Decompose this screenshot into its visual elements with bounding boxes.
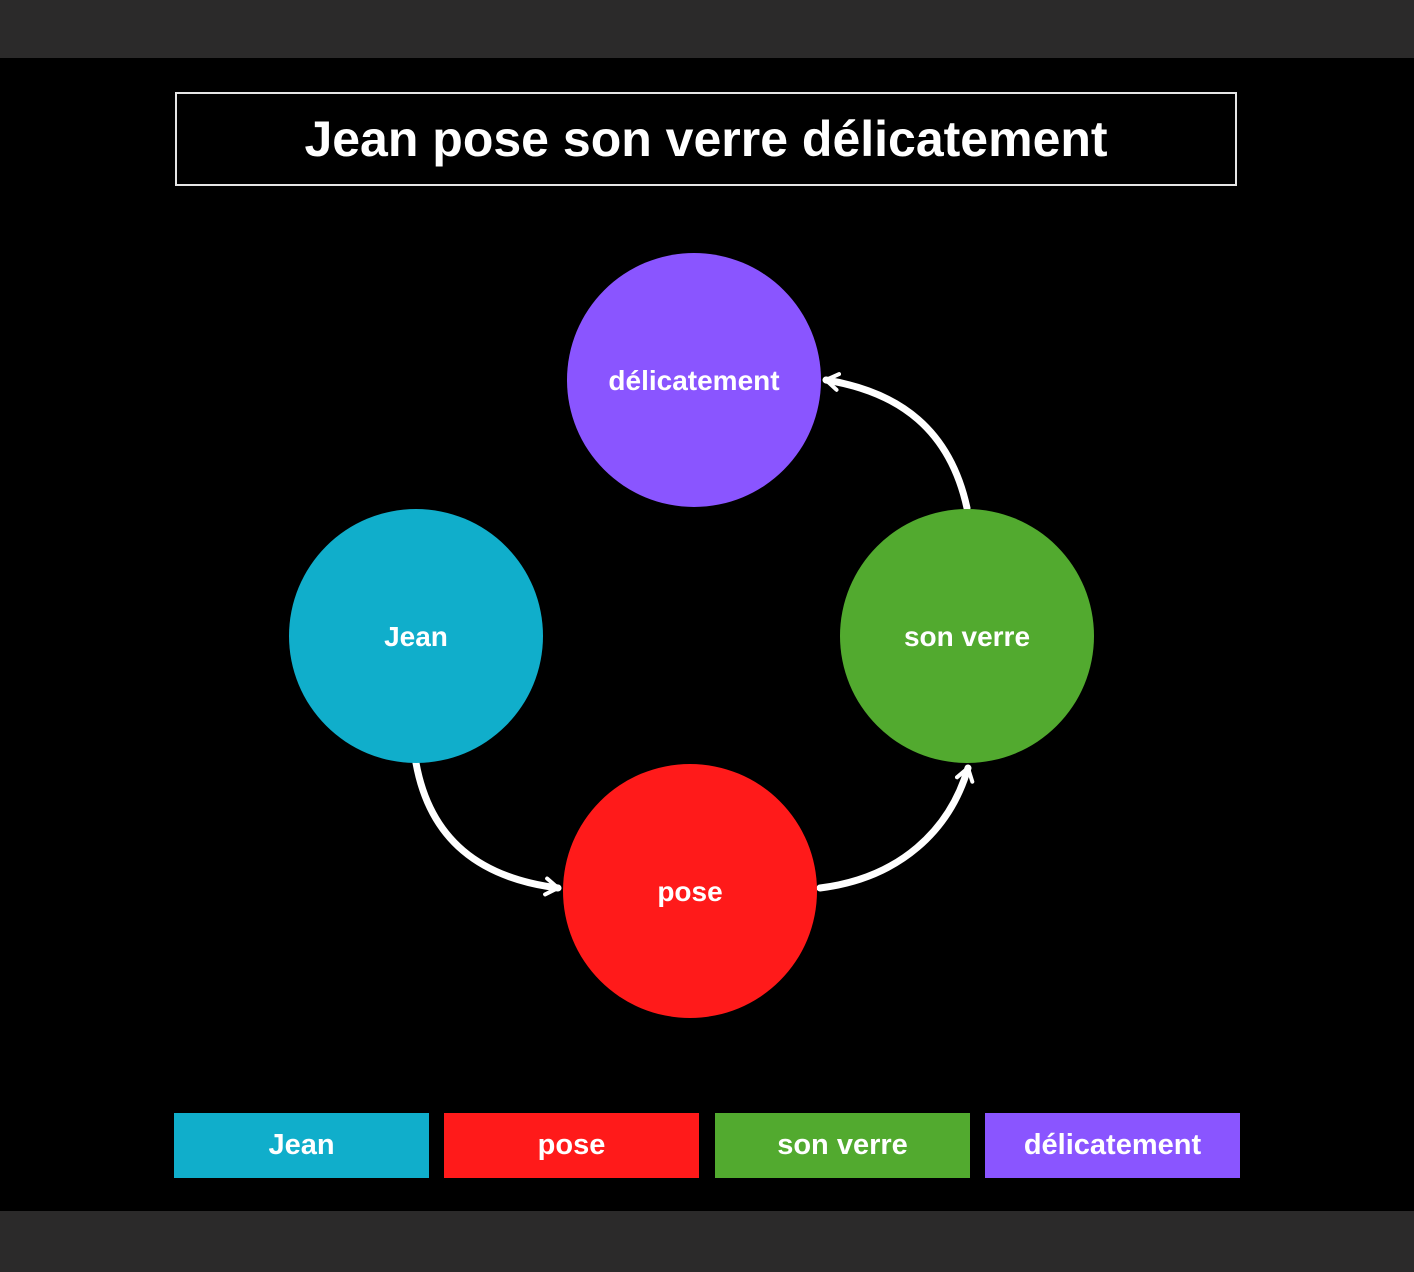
node-delicatement: délicatement	[567, 253, 821, 507]
node-jean: Jean	[289, 509, 543, 763]
legend-item-delicatement: délicatement	[985, 1113, 1240, 1178]
node-jean-label: Jean	[384, 621, 448, 652]
edge-jean-to-pose	[412, 759, 562, 897]
node-pose: pose	[563, 764, 817, 1018]
node-son-verre-circle	[840, 509, 1094, 763]
legend-item-jean: Jean	[174, 1113, 429, 1178]
legend-item-pose: pose	[444, 1113, 699, 1178]
node-pose-label: pose	[657, 876, 722, 907]
node-delicatement-circle	[567, 253, 821, 507]
node-delicatement-label: délicatement	[608, 365, 779, 396]
legend-item-son-verre: son verre	[715, 1113, 970, 1178]
top-frame-bar	[0, 0, 1414, 58]
node-jean-circle	[289, 509, 543, 763]
diagram-canvas	[0, 58, 1414, 1211]
node-pose-circle	[563, 764, 817, 1018]
diagram-title: Jean pose son verre délicatement	[175, 92, 1237, 186]
edge-pose-to-son-verre	[816, 764, 975, 892]
node-son-verre: son verre	[840, 509, 1094, 763]
edge-son-verre-to-delicatement	[822, 372, 971, 512]
node-son-verre-label: son verre	[904, 621, 1030, 652]
bottom-frame-bar	[0, 1211, 1414, 1272]
